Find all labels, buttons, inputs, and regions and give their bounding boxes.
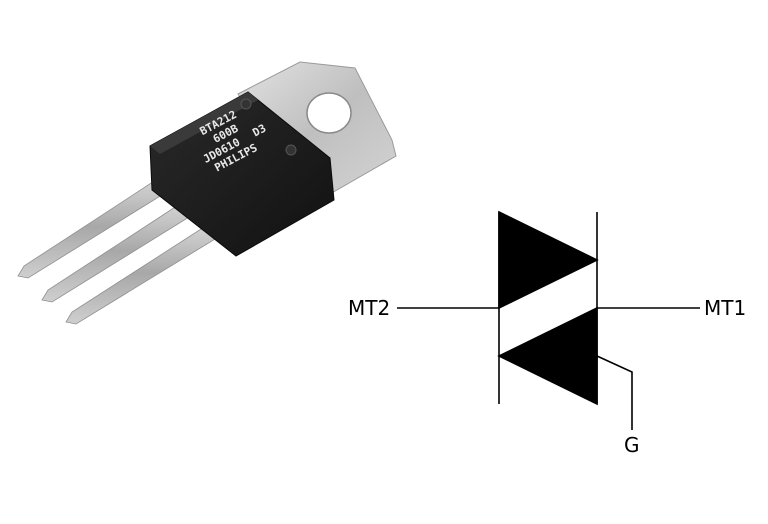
- body-dimple-1: [240, 98, 252, 110]
- lower-triangle: [497, 306, 598, 406]
- body-top-face: [150, 92, 258, 154]
- upper-triangle: [498, 210, 599, 310]
- mt2-label: MT2: [348, 296, 391, 320]
- triac-package: BTA212 600B JD0610 D3 PHILIPS: [17, 61, 397, 325]
- gate-label: G: [624, 433, 640, 457]
- mounting-hole: [306, 92, 352, 134]
- mt1-label: MT1: [704, 296, 747, 320]
- body-dimple-2: [285, 144, 297, 156]
- triac-symbol: [397, 210, 700, 430]
- leads: [17, 175, 221, 325]
- marking-line-4: D3: [250, 122, 268, 140]
- gate-lead: [596, 355, 633, 430]
